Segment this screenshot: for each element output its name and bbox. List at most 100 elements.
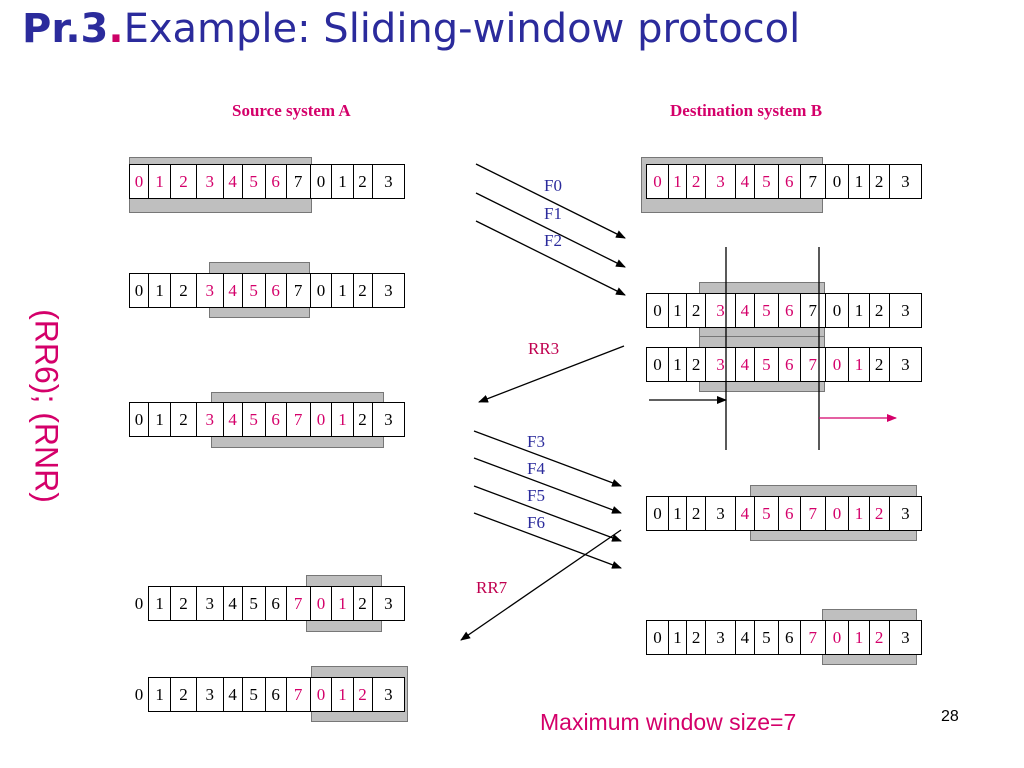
source-sequence-cell: 2 [171,678,197,711]
frame-label-f6: F6 [527,513,545,532]
slide-title: Pr.3.Example: Sliding-window protocol [22,6,800,52]
source-sequence-cell: 1 [149,403,172,436]
source-sequence-cell: 3 [197,274,224,307]
dest-sequence-cell: 3 [706,165,736,198]
dest-sequence-cell: 3 [706,497,736,530]
source-sequence-cell: 4 [224,165,243,198]
source-sequence-cell: 7 [287,678,311,711]
frame-label-f5: F5 [527,486,545,505]
source-sequence-cell: 5 [243,165,266,198]
dest-sequence-cell: 0 [647,165,669,198]
source-row-mask [129,585,148,622]
source-sequence-cell: 6 [266,165,287,198]
source-sequence-cell: 3 [384,280,393,300]
dest-sequence-cell: 5 [755,348,779,381]
source-sequence-cell: 1 [332,274,354,307]
dest-sequence-cell: 2 [687,294,707,327]
dest-sequence-cell: 3 [901,354,910,374]
source-sequence-cell: 2 [354,274,373,307]
source-sequence-cell: 1 [332,678,354,711]
dest-sequence-cell: 2 [870,621,890,654]
dest-sequence-cell: 3 [901,503,910,523]
dest-sequence-cell: 0 [826,497,850,530]
dest-sequence-cell: 2 [687,621,707,654]
dest-sequence-cell: 3 [706,348,736,381]
dest-sequence-cell: 4 [736,294,755,327]
dest-sequence-cell: 6 [779,165,801,198]
source-sequence-cell: 2 [354,403,373,436]
dest-sequence-cell: 6 [779,294,801,327]
source-sequence-cell: 1 [332,403,354,436]
title-prefix: Pr.3 [22,6,109,52]
title-dot: . [108,6,124,52]
source-sequence-cell: 7 [287,587,311,620]
arrow-f1 [475,192,626,268]
dest-sequence-cell: 0 [647,621,669,654]
source-sequence-cell: 5 [243,403,266,436]
dest-sequence-cell: 3 [706,621,736,654]
dest-sequence-cell: 2 [870,165,890,198]
dest-sequence-cell: 4 [736,621,755,654]
source-sequence-cell: 6 [266,678,287,711]
source-sequence-cell: 2 [354,165,373,198]
source-sequence-cell: 6 [266,403,287,436]
source-sequence-cell: 1 [332,587,354,620]
source-sequence-cell: 0 [311,678,333,711]
dest-sequence-cell: 3 [901,300,910,320]
page-number: 28 [941,708,959,725]
source-sequence-cell: 0 [311,403,333,436]
dest-sequence-cell: 0 [826,294,850,327]
source-sequence-cell: 0 [311,165,333,198]
arrow-f3 [473,430,622,487]
frame-label-f3: F3 [527,432,545,451]
destination-system-header: Destination system B [670,101,823,120]
dest-sequence-cell: 4 [736,165,755,198]
dest-sequence-cell: 3 [706,294,736,327]
source-sequence-cell: 6 [266,274,287,307]
dest-sequence-cell: 7 [801,497,826,530]
dest-sequence-cell: 2 [870,348,890,381]
dest-sequence-cell: 6 [779,621,801,654]
source-sequence-cell: 3 [197,587,224,620]
source-sequence-cell: 2 [171,274,197,307]
dest-sequence-cell: 7 [801,348,826,381]
source-sequence-cell: 0 [311,274,333,307]
dest-sequence-cell: 7 [801,165,826,198]
dest-sequence-cell: 2 [687,497,707,530]
source-sequence-cell: 3 [197,678,224,711]
frame-label-rr3: RR3 [528,339,560,358]
dest-sequence-cell: 6 [779,348,801,381]
dest-sequence-cell: 5 [755,497,779,530]
source-sequence-cell: 3 [384,171,393,191]
dest-sequence-cell: 1 [669,348,688,381]
arrow-f0 [475,163,626,239]
dest-sequence-cell: 1 [849,294,870,327]
dest-sequence-cell: 7 [801,621,826,654]
source-sequence-cell: 3 [197,165,224,198]
dest-sequence-cell: 0 [647,348,669,381]
dest-sequence-cell: 1 [849,621,870,654]
dest-sequence-cell: 0 [647,497,669,530]
source-sequence-cell: 6 [266,587,287,620]
dest-sequence-cell: 5 [755,165,779,198]
dest-sequence-cell: 1 [669,621,688,654]
source-sequence-cell: 0 [130,274,150,307]
source-sequence-cell: 1 [332,165,354,198]
arrow-f2 [475,220,626,296]
dest-sequence-cell: 3 [901,627,910,647]
dest-sequence-cell: 1 [669,294,688,327]
source-sequence-cell: 2 [354,587,373,620]
dest-sequence-cell: 1 [669,497,688,530]
source-sequence-cell: 5 [243,587,266,620]
max-window-size-note: Maximum window size=7 [540,709,797,735]
source-sequence-cell: 5 [243,678,266,711]
dest-sequence-cell: 1 [849,165,870,198]
source-sequence-cell: 2 [171,403,197,436]
dest-sequence-cell: 3 [901,171,910,191]
